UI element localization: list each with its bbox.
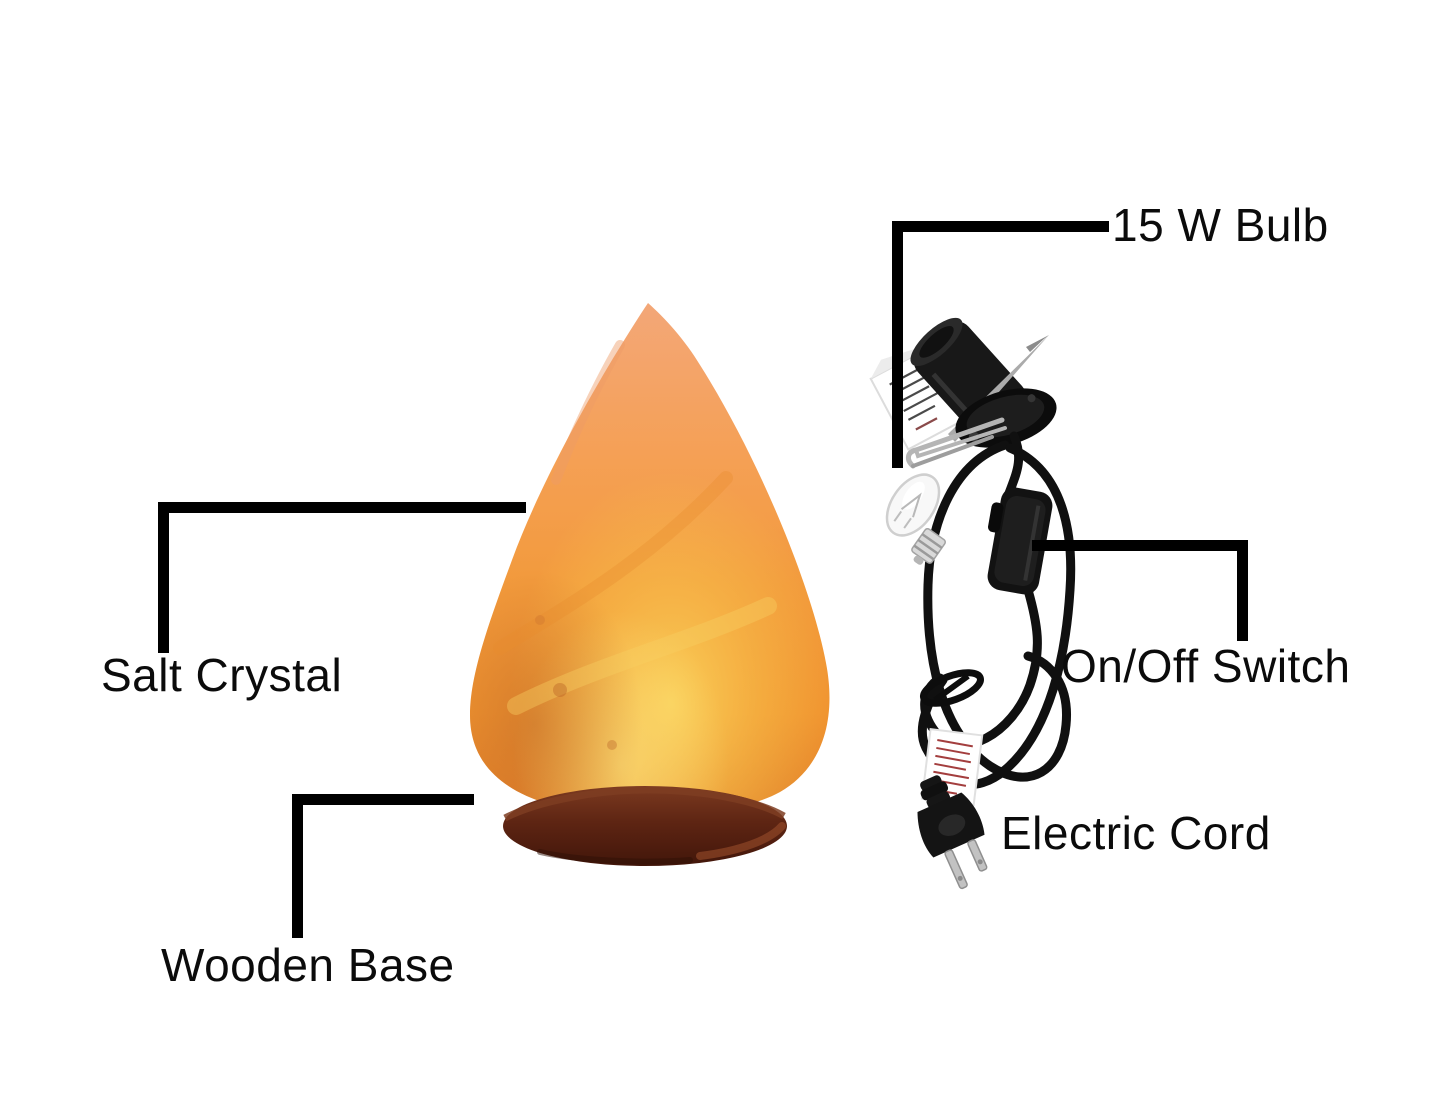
- label-on-off-switch: On/Off Switch: [1061, 640, 1351, 692]
- salt-crystal-shape: [470, 303, 830, 817]
- label-electric-cord: Electric Cord: [1001, 807, 1271, 859]
- wooden-base-shape: [503, 786, 787, 866]
- callout-switch-vertical: [1237, 540, 1248, 641]
- callout-salt-crystal-vertical: [158, 502, 169, 653]
- cord-tie-shape: [920, 669, 984, 707]
- callout-switch-horizontal: [1032, 540, 1248, 551]
- spring-clip-wires-shape: [906, 417, 1007, 469]
- power-plug-shape: [917, 775, 988, 890]
- inline-switch-shape: [987, 487, 1053, 595]
- callout-wooden-base-vertical: [292, 794, 303, 938]
- salt-lamp: [470, 303, 830, 866]
- callout-bulb-vertical: [892, 221, 903, 468]
- label-wooden-base: Wooden Base: [161, 939, 455, 991]
- callout-salt-crystal-horizontal: [158, 502, 526, 513]
- callout-wooden-base-horizontal: [292, 794, 474, 805]
- replacement-bulb-shape: [885, 473, 946, 565]
- callout-bulb-horizontal: [892, 221, 1109, 232]
- label-salt-crystal: Salt Crystal: [101, 649, 343, 701]
- label-bulb: 15 W Bulb: [1112, 199, 1329, 251]
- cord-assembly: [869, 317, 1076, 890]
